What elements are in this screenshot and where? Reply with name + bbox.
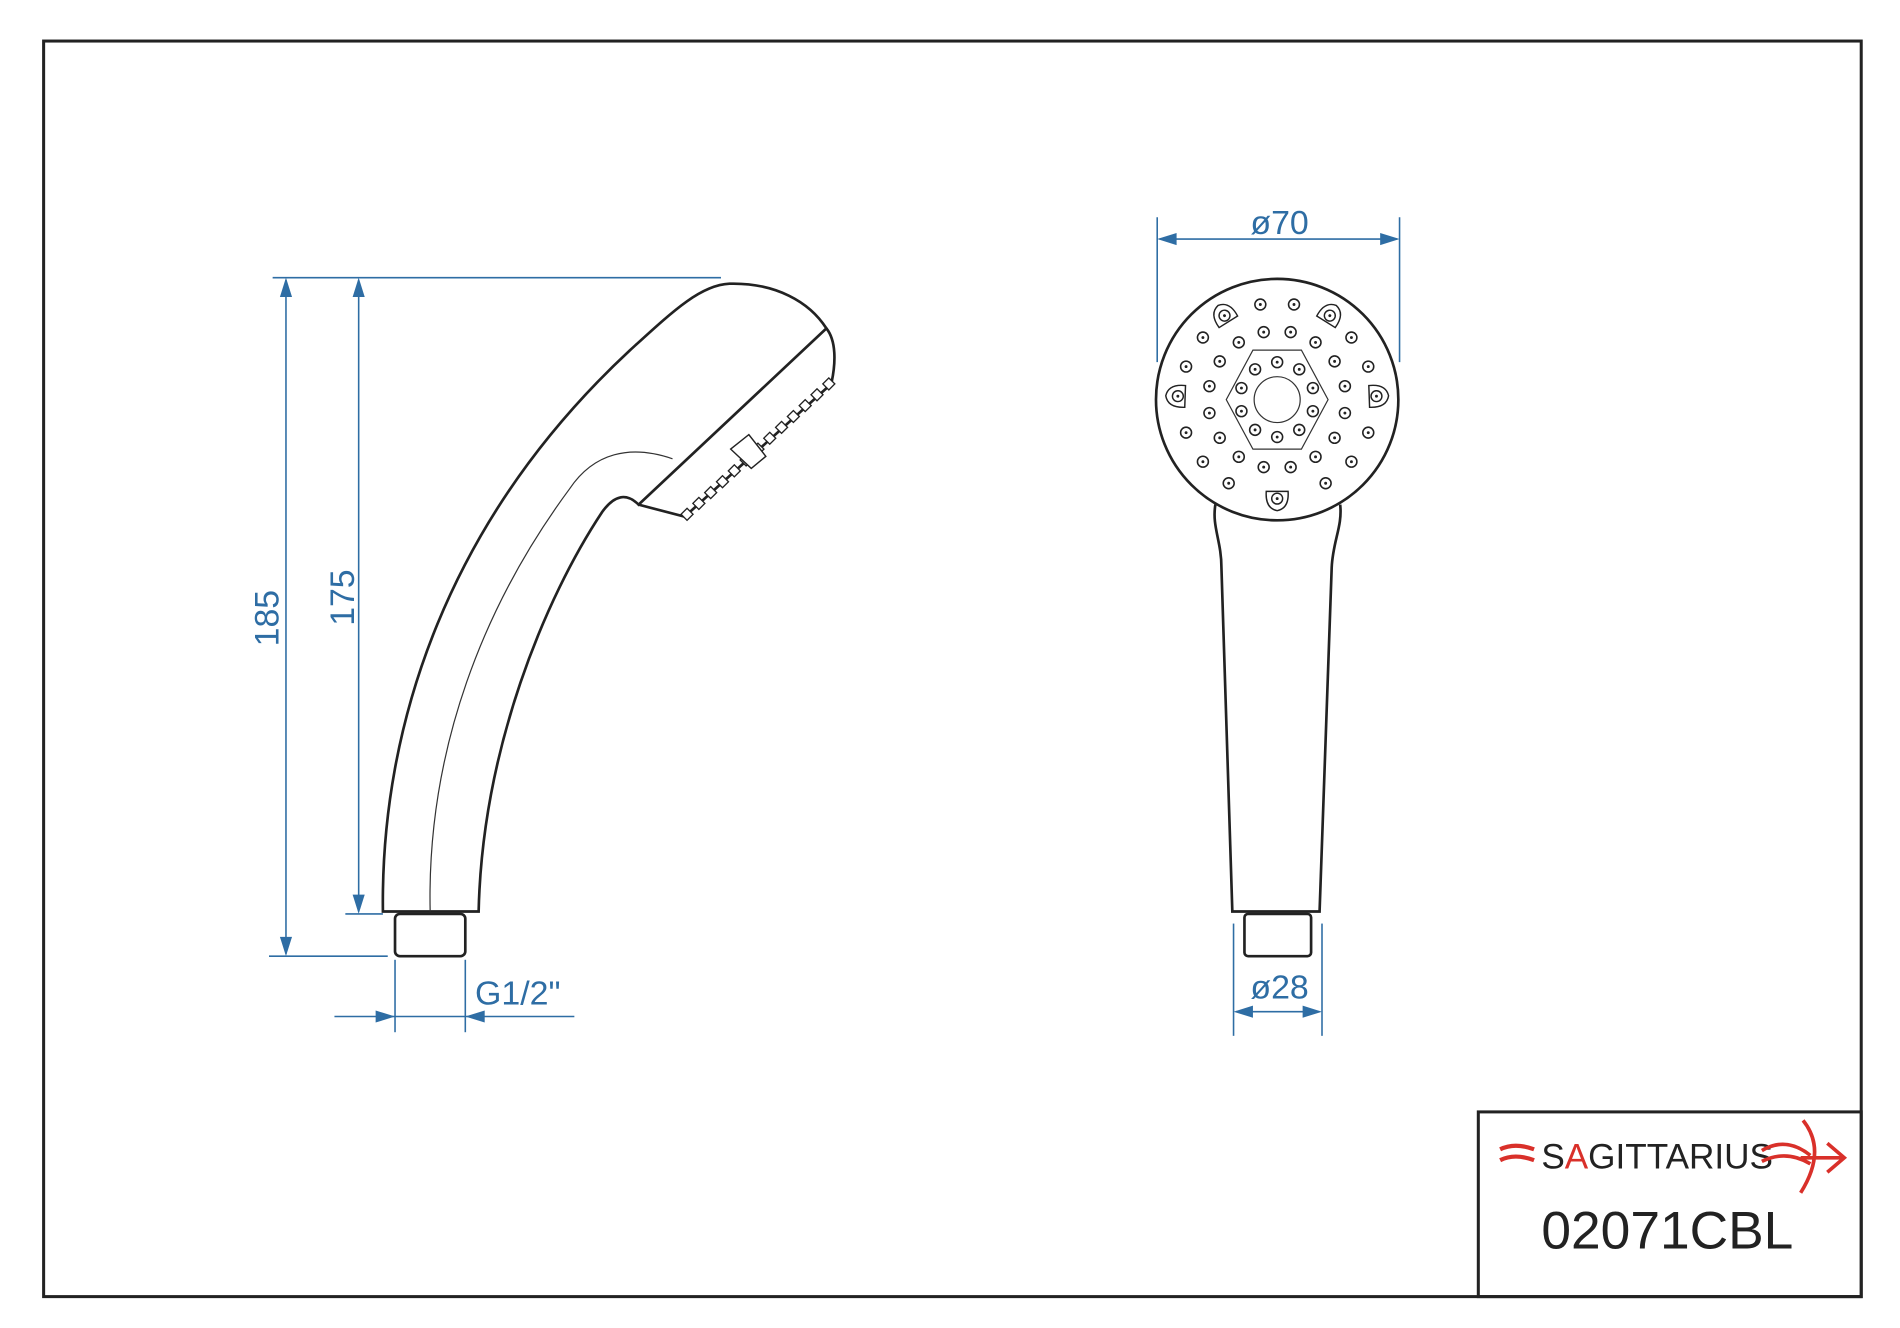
nozzle: [1270, 430, 1284, 444]
nozzle: [1254, 298, 1267, 311]
side-nozzle: [821, 376, 836, 391]
brand-text-rest: GITTARIUS: [1588, 1138, 1773, 1177]
nozzle: [1179, 426, 1193, 439]
nozzle: [1196, 455, 1210, 468]
side-nozzles: [680, 376, 836, 522]
thread-label: G1/2": [475, 975, 561, 1013]
nozzle: [1213, 355, 1226, 368]
side-nozzle: [762, 431, 777, 446]
dimension-175: 175: [324, 277, 383, 915]
nozzle: [1235, 381, 1248, 395]
nozzle: [1222, 477, 1235, 490]
nozzle: [1257, 325, 1270, 339]
nozzle: [1248, 423, 1262, 437]
nozzle: [1328, 355, 1341, 368]
jet-nozzle: [1165, 384, 1187, 408]
nozzle: [1213, 431, 1226, 445]
nozzle: [1345, 331, 1358, 344]
side-connector: [393, 912, 467, 958]
brand-text-a: A: [1565, 1138, 1589, 1177]
nozzle: [1248, 363, 1262, 376]
model-number: 02071CBL: [1541, 1201, 1793, 1260]
nozzle: [1319, 477, 1332, 490]
dia-28-label: ø28: [1250, 968, 1308, 1006]
dimension-70: ø70: [1156, 204, 1401, 363]
dimension-185: 185: [249, 276, 721, 957]
nozzle: [1235, 404, 1248, 418]
side-view: [381, 282, 836, 958]
side-jet-nozzle: [729, 433, 767, 470]
front-head-outline: [1154, 277, 1400, 522]
dim-185-label: 185: [249, 590, 287, 646]
side-nozzle: [774, 420, 789, 435]
nozzle: [1232, 450, 1246, 464]
front-nozzles: [1165, 298, 1390, 512]
side-nozzle: [680, 507, 694, 522]
dimension-thread: G1/2": [334, 959, 575, 1033]
nozzle: [1362, 360, 1375, 373]
inner-hexagon: [1225, 349, 1329, 450]
side-nozzle: [727, 463, 742, 478]
logo-arrow-icon: [1760, 1119, 1848, 1194]
svg-text:SAGITTARIUS: SAGITTARIUS: [1541, 1138, 1773, 1177]
title-block: SAGITTARIUS 02071CBL: [1476, 1110, 1863, 1299]
side-nozzle: [810, 387, 824, 402]
nozzle: [1345, 455, 1358, 468]
nozzle: [1338, 406, 1352, 420]
nozzle: [1306, 404, 1320, 418]
nozzle: [1362, 426, 1375, 439]
nozzle: [1284, 325, 1297, 339]
jet-nozzle: [1368, 384, 1390, 408]
front-connector: [1243, 912, 1313, 958]
center-disc: [1253, 376, 1301, 424]
side-nozzle: [798, 398, 813, 413]
side-nozzle: [715, 474, 730, 489]
nozzle: [1232, 336, 1246, 349]
jet-nozzle: [1315, 303, 1342, 329]
brand-text-s: S: [1541, 1138, 1564, 1177]
side-body-outline: [381, 282, 829, 913]
side-nozzle: [703, 485, 718, 500]
dia-70-label: ø70: [1250, 204, 1308, 242]
front-handle-outline: [1213, 504, 1342, 913]
nozzle: [1257, 460, 1270, 474]
nozzle: [1306, 381, 1320, 395]
nozzle: [1309, 450, 1322, 464]
logo-waves-left: [1499, 1143, 1535, 1163]
drawing-frame: [42, 39, 1863, 1299]
front-view: [1154, 277, 1400, 958]
dim-175-label: 175: [324, 569, 362, 625]
nozzle: [1293, 363, 1306, 376]
nozzle: [1284, 460, 1297, 474]
nozzle: [1328, 431, 1341, 445]
side-nozzle: [691, 496, 706, 511]
side-nozzle: [786, 409, 801, 424]
nozzle: [1293, 423, 1306, 437]
nozzle: [1287, 298, 1301, 311]
nozzle: [1203, 406, 1216, 420]
side-inner-contour: [429, 451, 673, 912]
nozzle: [1309, 336, 1322, 349]
nozzle: [1196, 331, 1210, 344]
nozzle: [1270, 355, 1284, 369]
dimension-28: ø28: [1232, 923, 1323, 1036]
jet-nozzle: [1213, 303, 1239, 329]
brand-logo: SAGITTARIUS: [1499, 1119, 1848, 1194]
nozzle: [1338, 379, 1352, 393]
nozzle: [1203, 379, 1216, 393]
nozzle: [1179, 360, 1193, 373]
side-head-face: [638, 327, 836, 519]
jet-nozzle: [1265, 490, 1289, 512]
